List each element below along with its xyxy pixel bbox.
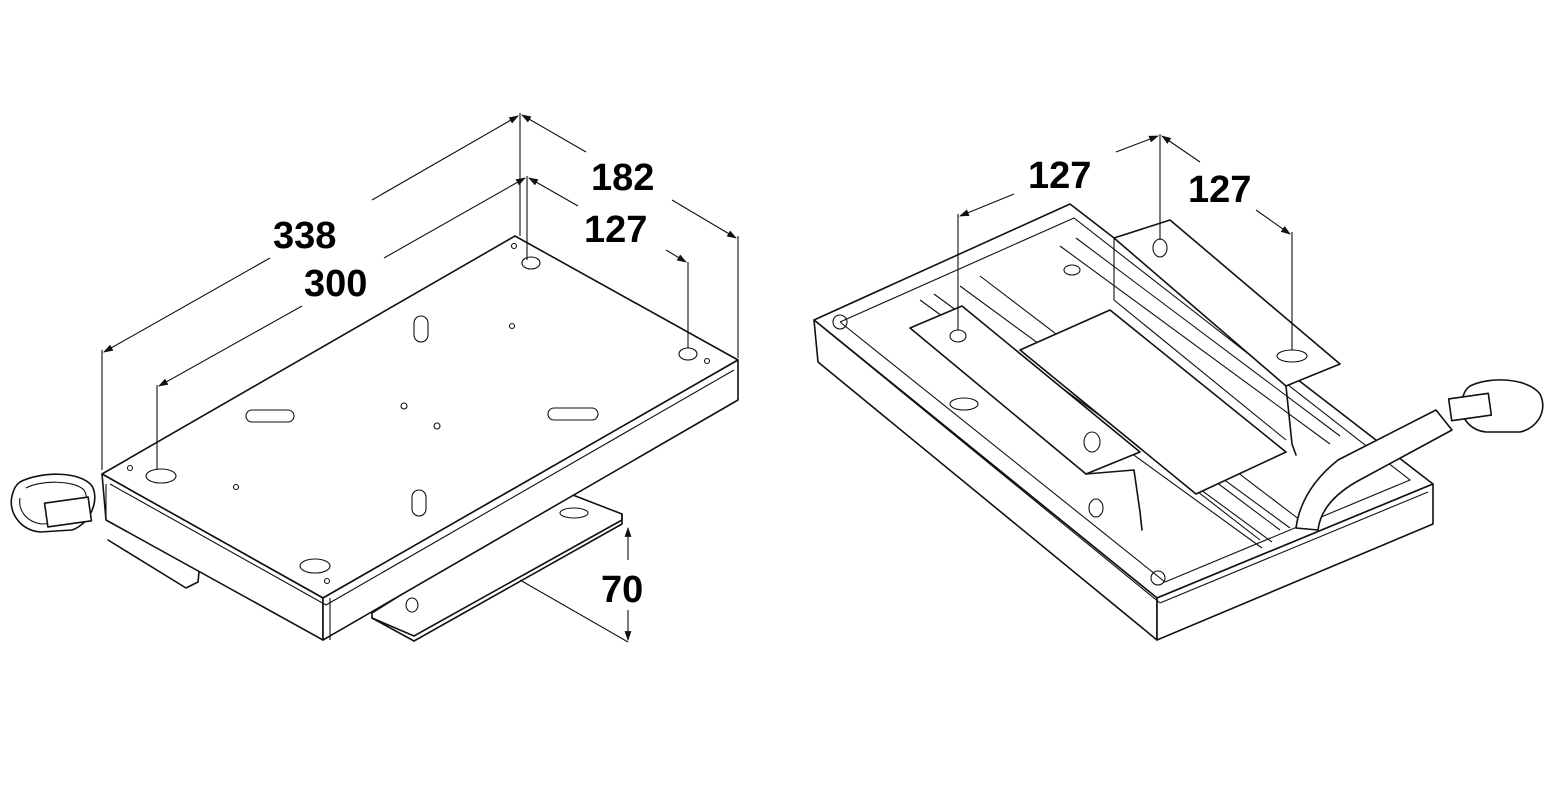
dimension-lines-right bbox=[957, 134, 1293, 350]
release-handle bbox=[10, 473, 201, 589]
dim-bracket-spacing-a: 127 bbox=[1028, 155, 1091, 197]
dim-overall-width: 182 bbox=[591, 157, 654, 199]
dimension-lines-left bbox=[101, 113, 739, 643]
dim-slot-length: 300 bbox=[304, 263, 367, 305]
dim-overall-length: 338 bbox=[273, 215, 336, 257]
slot-hole bbox=[245, 409, 295, 423]
slot-hole bbox=[521, 256, 541, 270]
slot-hole bbox=[145, 468, 177, 484]
dim-height: 70 bbox=[601, 569, 643, 611]
base-box bbox=[101, 235, 739, 641]
mounting-bracket bbox=[909, 219, 1341, 531]
slot-hole bbox=[413, 315, 429, 343]
release-handle-right bbox=[1295, 379, 1544, 531]
dim-bracket-spacing-b: 127 bbox=[1188, 169, 1251, 211]
left-slide-base-view: 338 300 182 127 70 bbox=[10, 113, 739, 643]
right-slide-base-view: 127 127 bbox=[813, 134, 1544, 641]
slot-hole bbox=[547, 407, 599, 421]
dim-slot-spacing: 127 bbox=[584, 209, 647, 251]
slot-hole bbox=[299, 558, 331, 574]
slot-hole bbox=[411, 489, 427, 517]
